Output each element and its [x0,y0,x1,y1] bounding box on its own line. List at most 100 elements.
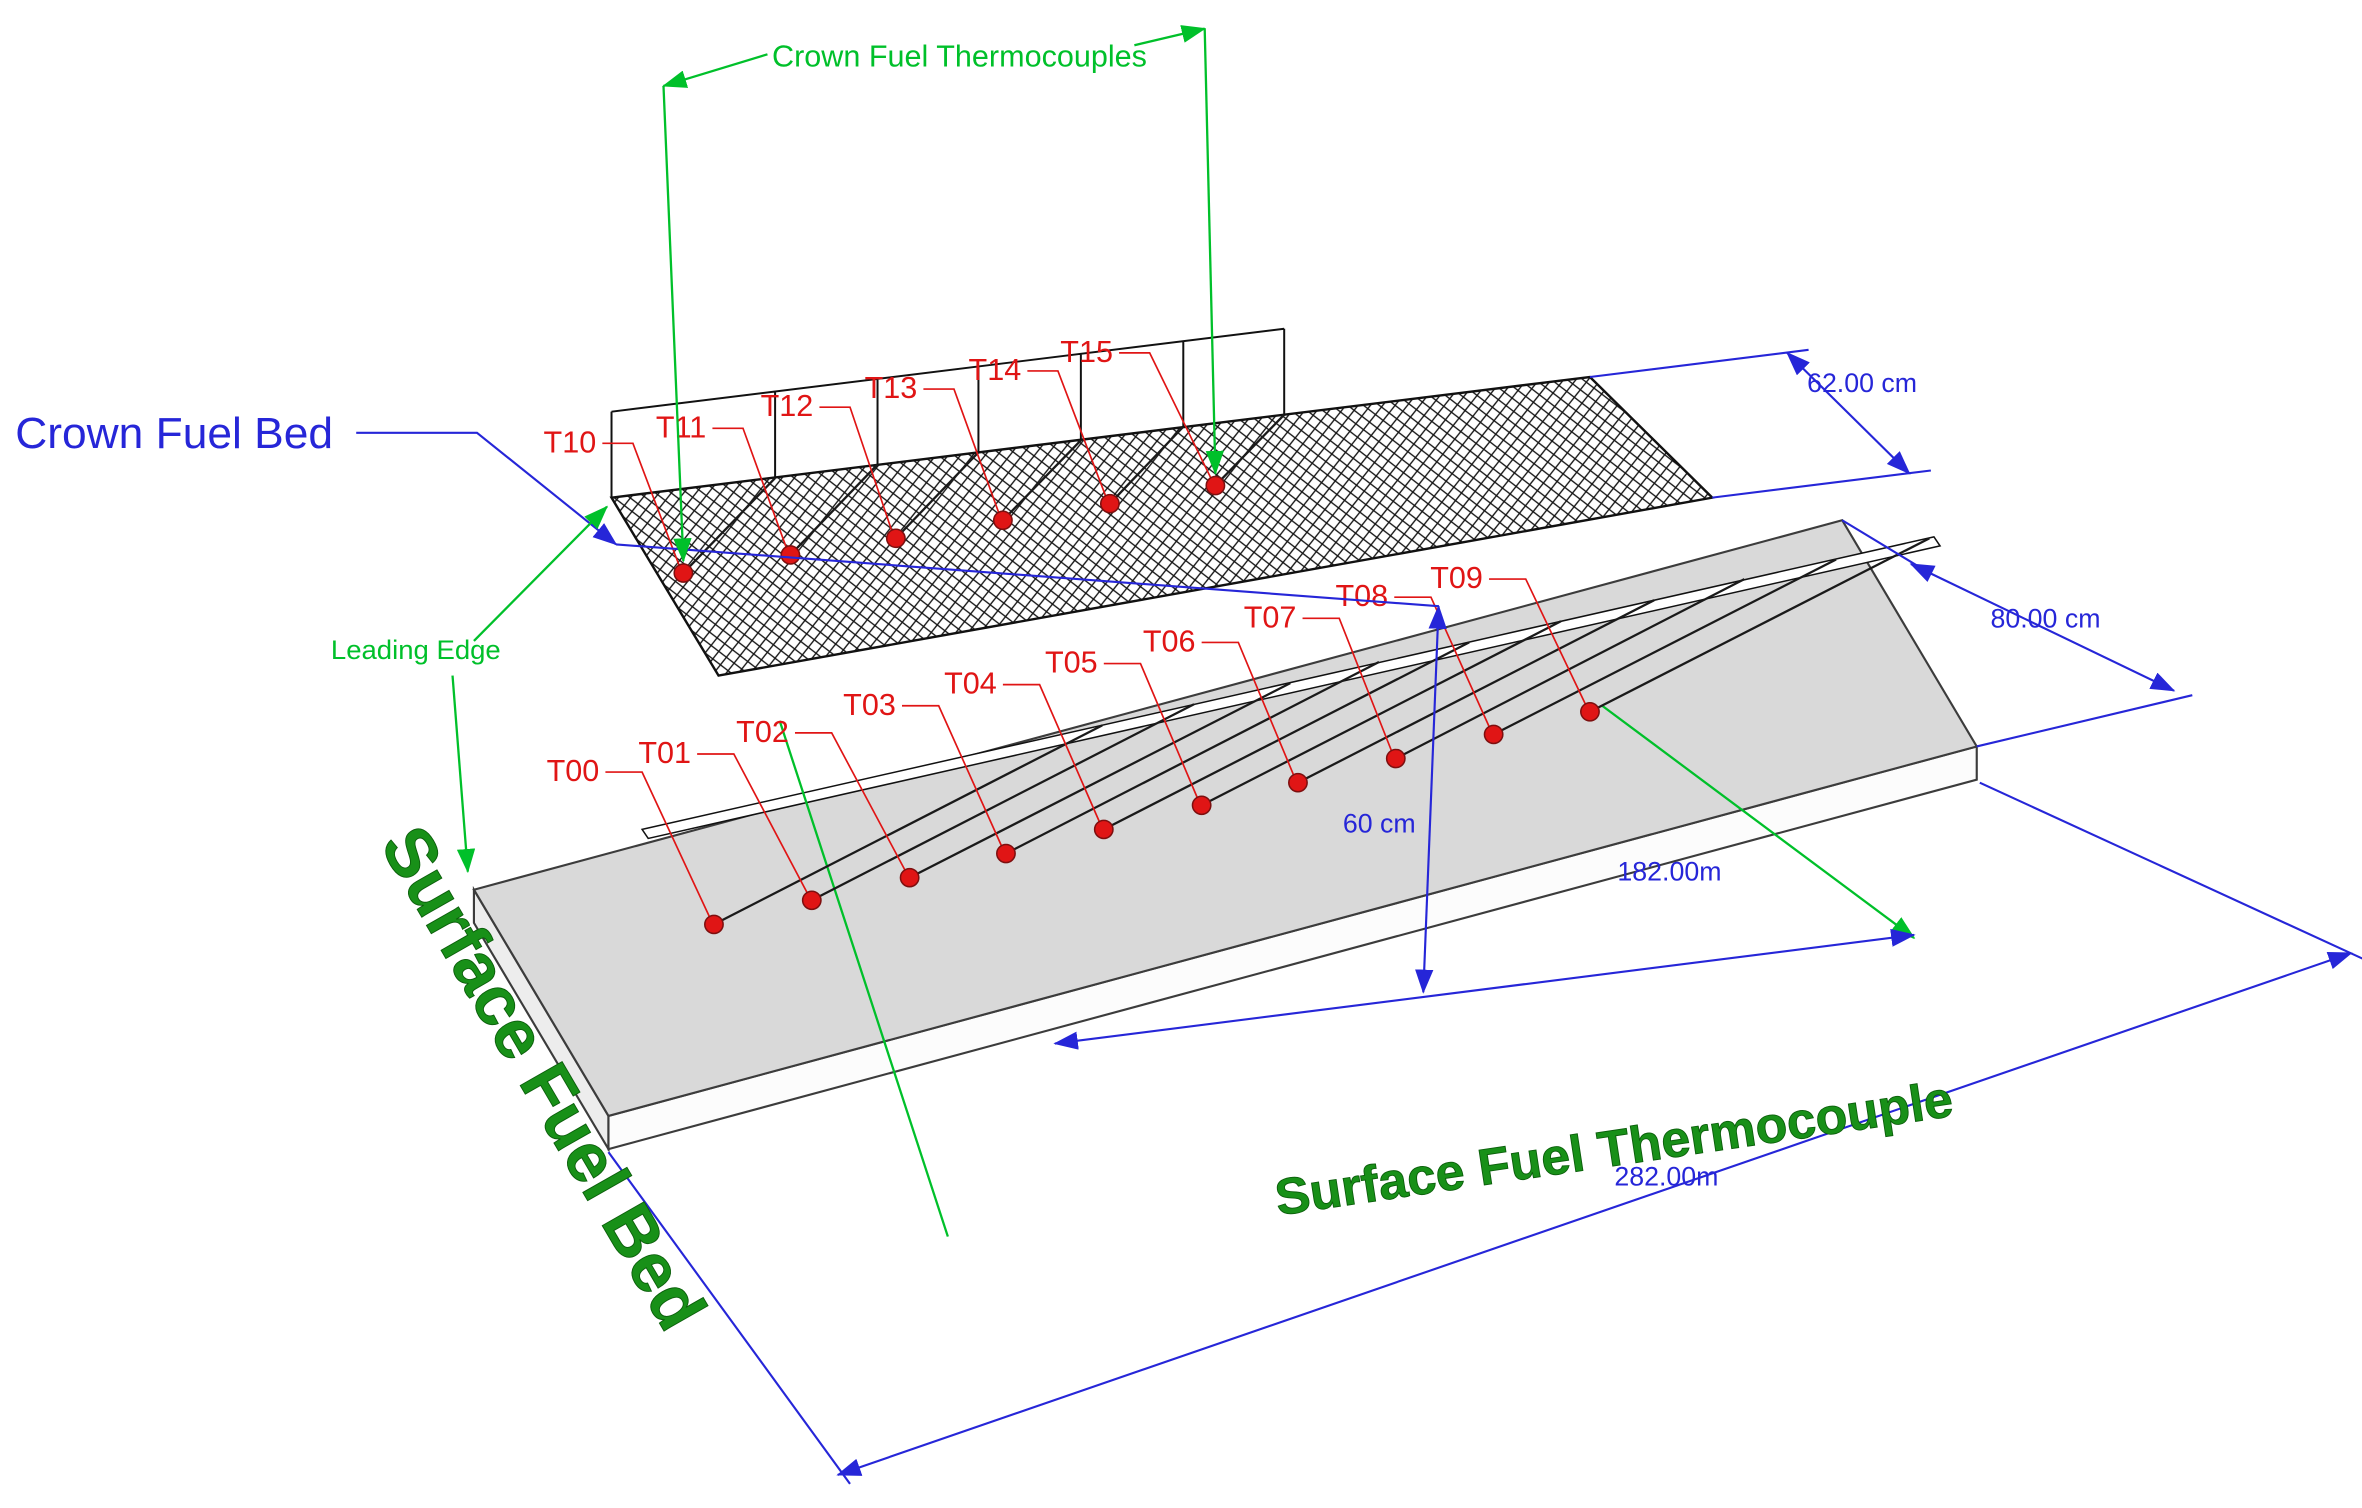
t07-leader [1302,617,1394,755]
t05-wire [1201,620,1562,807]
surface-thermocouple-t09: T09 [1430,537,1930,722]
crown-thermocouple-t10: T10 [544,427,776,583]
surface-thermocouple-t04: T04 [944,641,1470,840]
surface-thermocouple-t08: T08 [1335,558,1837,745]
leading-edge-leader-upper [473,505,609,642]
t08-leader [1394,596,1492,731]
t15-wire [1214,413,1286,487]
t13-leader [923,388,1001,517]
t02-label: T02 [736,716,789,749]
dimension-282m-line [836,951,2353,1476]
t04-wire [1103,641,1470,831]
t14-wire [1109,425,1185,505]
t12-marker [885,528,906,549]
surface-span-extension-right [1601,704,1916,939]
surface-thermocouple-t03: T03 [843,661,1380,864]
t08-marker [1483,724,1504,745]
bed-gap-dimension-label: 60 cm [1343,809,1416,839]
t02-marker [899,867,920,888]
crown-tc-callout-right-drop [1203,28,1225,476]
t11-marker [780,545,801,565]
t08-wire [1493,558,1837,736]
dimension-60cm-line [1415,604,1447,994]
t04-label: T04 [944,668,997,701]
dimension-282m: 282.00m [607,781,2362,1485]
crown-tc-callout-right-arm [1134,25,1207,47]
t11-label: T11 [656,411,706,444]
t15-label: T15 [1060,336,1113,369]
t10-wire [682,477,776,574]
surface-thermocouple-t01: T01 [638,703,1195,911]
t09-leader [1489,578,1588,708]
t07-label: T07 [1244,602,1297,635]
t12-wire [895,451,980,540]
t03-label: T03 [843,689,896,722]
crown-fuel-bed-leader [356,431,618,546]
t10-marker [673,563,694,583]
dimension-60cm: 60 cm [616,543,1447,994]
t03-wire [1005,661,1380,855]
t07-wire [1395,578,1745,760]
t13-wire [1002,439,1082,522]
t06-leader [1201,641,1296,779]
t00-leader [605,771,712,921]
t07-marker [1385,748,1406,769]
t00-label: T00 [547,755,600,788]
surface-thermocouple-t07: T07 [1244,578,1745,769]
t08-label: T08 [1335,580,1388,613]
surface-fuel-thermocouple-label: Surface Fuel Thermocouple [1271,1070,1956,1227]
t03-leader [901,704,1004,850]
surface-thermocouple-t05: T05 [1045,620,1562,816]
tc-span-dimension-label: 182.00m [1617,857,1721,887]
t02-wire [909,682,1291,879]
crown-thermocouple-t14: T14 [969,354,1185,514]
t10-leader [602,442,682,569]
t06-marker [1288,772,1308,793]
t14-marker [1099,493,1120,514]
crown-tc-callout-left-arm [662,53,768,88]
dimension-80cm: 80.00 cm [1841,519,2193,748]
t01-label: T01 [638,737,691,770]
leading-edge-label: Leading Edge [331,634,501,665]
crown-thermocouples: T10 T11 T12 T13 T14 [544,336,1286,583]
dimension-60cm-extension [616,543,1439,608]
t13-label: T13 [865,372,918,405]
t04-marker [1093,819,1114,840]
surface-thermocouple-t02: T02 [736,682,1291,888]
dimension-282m-extensions [607,781,2362,1485]
t02-leader [794,732,908,874]
t01-wire [811,703,1195,902]
t12-label: T12 [761,390,814,423]
surface-thermocouples: T00 T01 T02 T03 T04 [547,537,1930,935]
t14-leader [1027,370,1108,500]
t09-wire [1589,537,1930,713]
leading-edge-leader-lower [451,675,476,874]
t11-leader [712,427,789,551]
dimension-62cm-extensions [1589,348,1932,499]
t01-marker [801,890,822,911]
t09-marker [1580,701,1600,722]
t14-label: T14 [969,354,1022,387]
surface-thermocouple-t00: T00 [547,724,1103,935]
t11-wire [789,463,879,556]
crown-thermocouple-t15: T15 [1060,336,1286,496]
dimension-62cm: 62.00 cm [1589,348,1932,499]
dimension-62cm-line [1786,351,1911,475]
t05-marker [1191,795,1212,816]
crown-thermocouple-t12: T12 [761,390,980,549]
t15-leader [1119,352,1214,482]
t01-leader [697,753,810,897]
dimension-80cm-line [1909,563,2176,692]
t05-label: T05 [1045,647,1098,680]
crown-tc-support-rail [610,327,1286,498]
surface-thermocouple-t06: T06 [1143,599,1655,793]
t12-leader [819,406,894,535]
t00-wire [713,724,1103,926]
t13-marker [992,510,1013,531]
t15-marker [1205,475,1226,496]
t06-wire [1297,599,1655,784]
t05-leader [1103,662,1200,802]
t03-marker [996,843,1016,864]
